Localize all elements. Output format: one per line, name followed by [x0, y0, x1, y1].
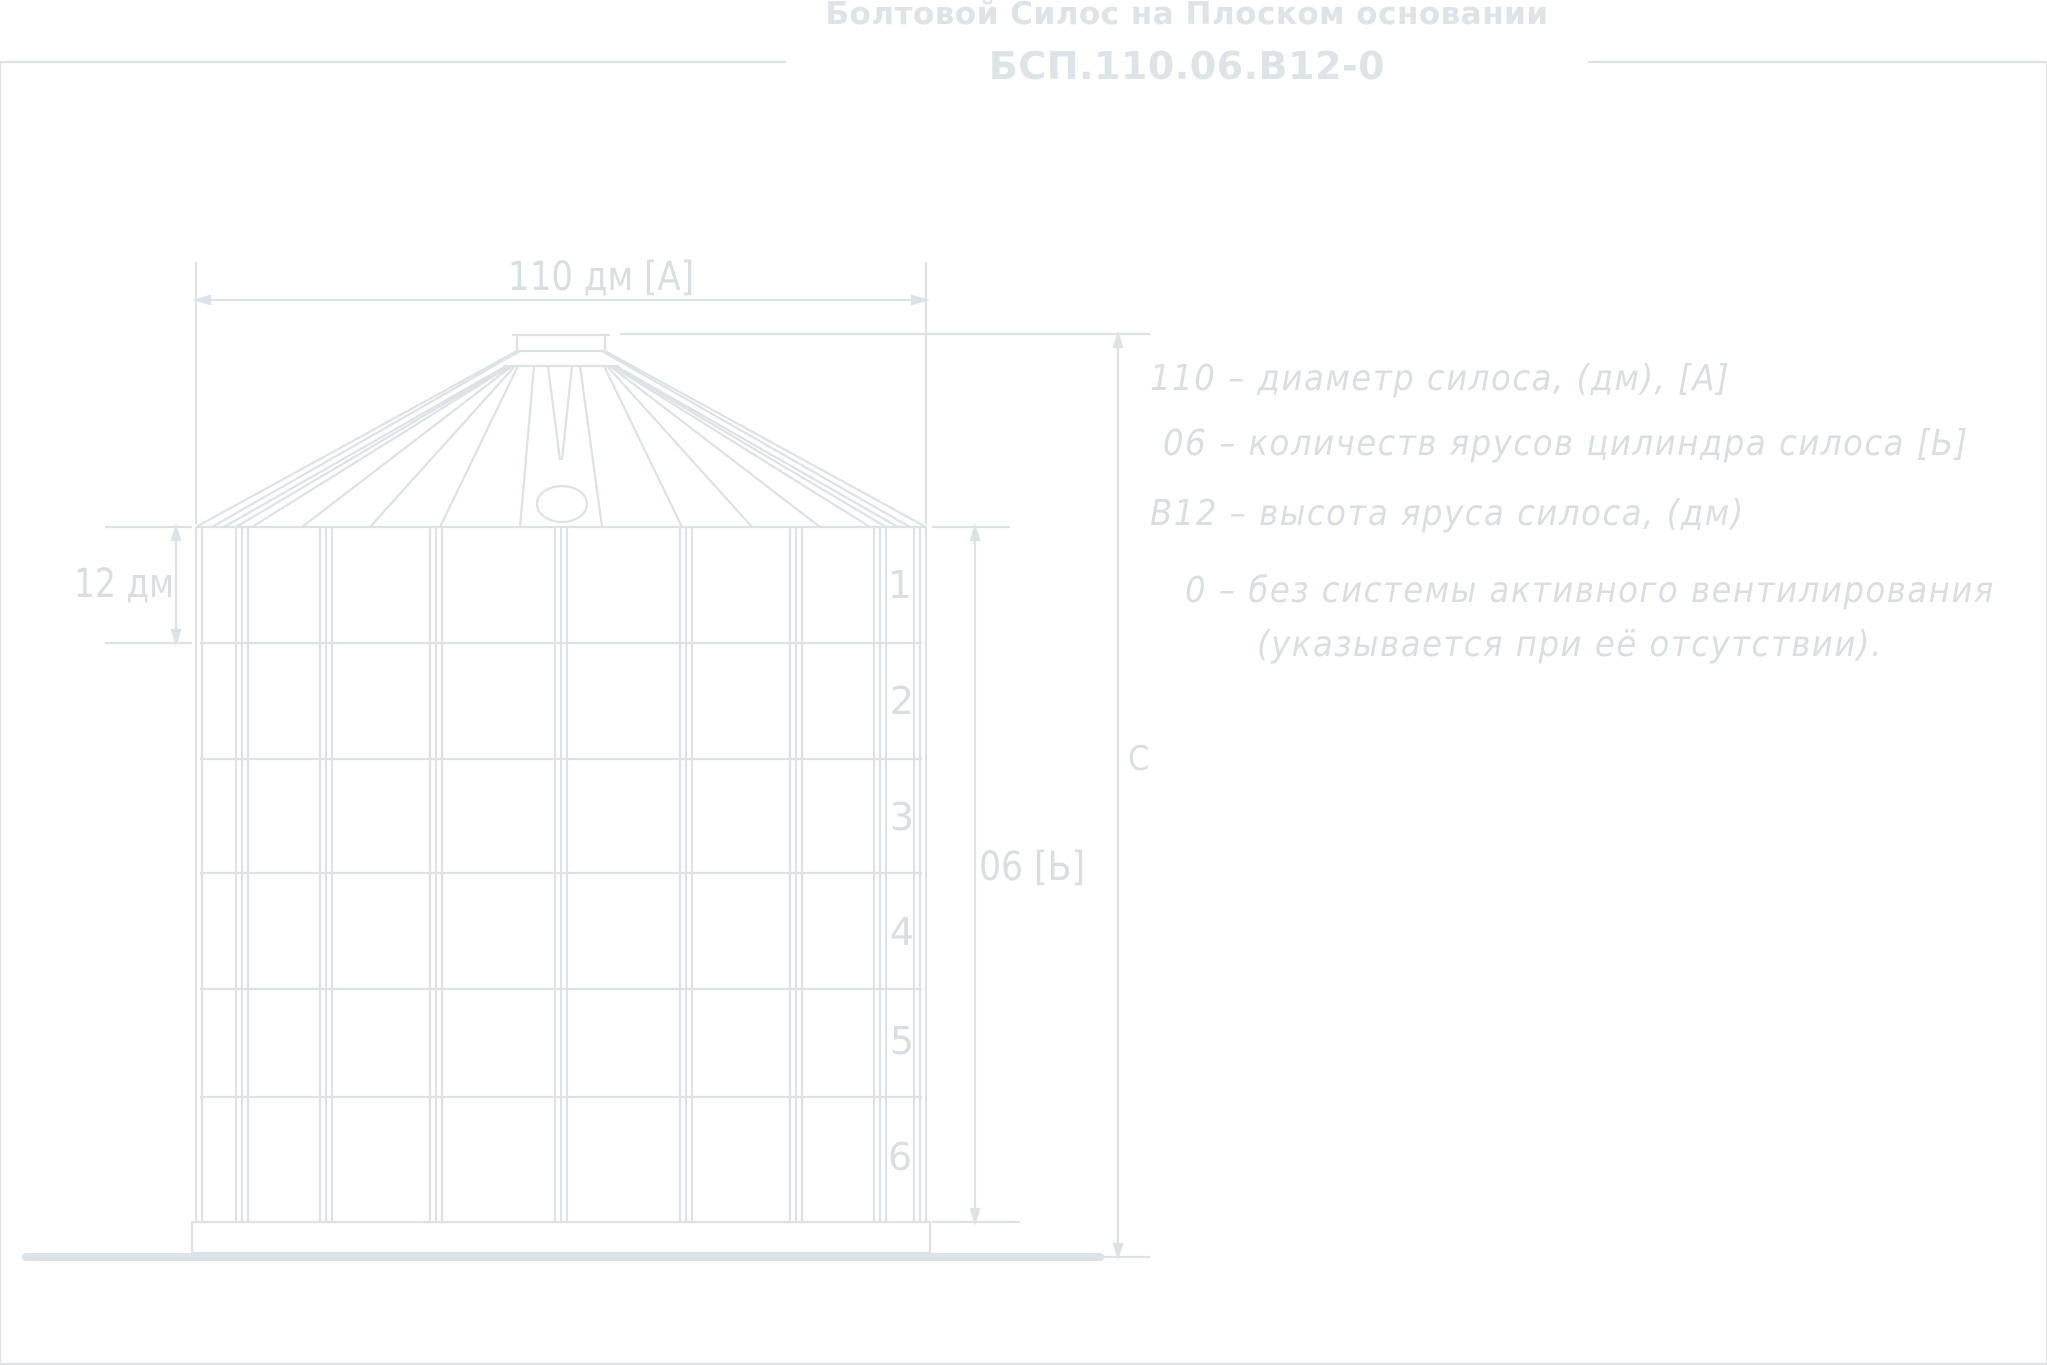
width-dimension: [191, 262, 931, 524]
tier-height-label: 12 дм: [74, 561, 174, 607]
tiers-label: 06 [Ь]: [979, 844, 1085, 890]
tier-number: 5: [890, 1019, 914, 1063]
total-height-dimension: [620, 330, 1150, 1261]
width-label: 110 дм [А]: [508, 254, 694, 300]
silo-body: [194, 525, 928, 1224]
tier-number: 4: [890, 910, 914, 954]
roof-hatch: [515, 333, 607, 353]
tier-number: 3: [890, 795, 914, 839]
tier-number: 6: [888, 1135, 912, 1179]
legend-ventilation: 0 – без системы активного вентилирования: [1185, 570, 1995, 611]
tier-height-dimension: [105, 523, 192, 647]
legend-tier-count: 06 – количеств ярусов цилиндра силоса [Ь…: [1163, 423, 1969, 464]
silo-roof: [195, 350, 927, 528]
drawing-code: БСП.110.06.В12-0: [988, 44, 1386, 88]
tier-number: 1: [888, 563, 912, 607]
sheet-frame: [0, 60, 2047, 1365]
tier-number: 2: [890, 679, 914, 723]
foundation-slab: [190, 1220, 932, 1255]
tiers-dimension: [932, 523, 1020, 1226]
drawing-title: Болтовой Силос на Плоском основании: [825, 0, 1549, 32]
total-height-label: С: [1128, 739, 1149, 779]
legend-ventilation-note: (указывается при её отсутствии).: [1257, 624, 1883, 665]
legend-tier-height: В12 – высота яруса силоса, (дм): [1150, 493, 1745, 534]
roof-inspection-hatch: [535, 484, 589, 524]
legend-diameter: 110 – диаметр силоса, (дм), [А]: [1150, 358, 1731, 399]
